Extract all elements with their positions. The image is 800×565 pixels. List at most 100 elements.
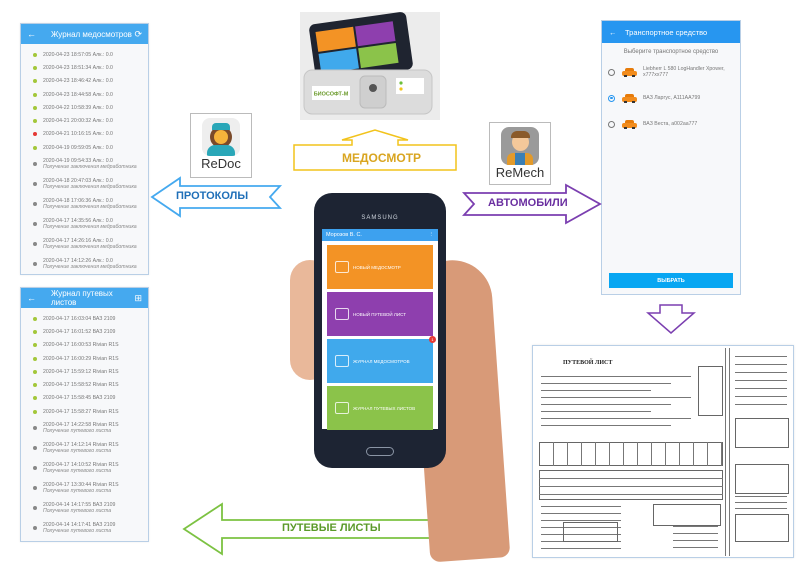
log-item[interactable]: 2020-04-17 16:00:29 Rivian R1S xyxy=(21,352,148,365)
status-dot xyxy=(33,466,37,471)
log-item-line: 2020-04-17 14:10:52 Rivian R1S xyxy=(43,462,119,469)
log-item[interactable]: 2020-04-17 15:58:52 Rivian R1S xyxy=(21,378,148,391)
log-item-line: 2020-04-23 18:46:42 Алк.: 0.0 xyxy=(43,78,113,85)
doctor-icon xyxy=(202,118,240,156)
notification-badge: 1 xyxy=(429,336,436,343)
log-item[interactable]: 2020-04-23 18:44:58 Алк.: 0.0 xyxy=(21,88,148,101)
form-line xyxy=(725,348,726,556)
log-item[interactable]: 2020-04-23 18:57:05 Алк.: 0.0 xyxy=(21,48,148,61)
status-dot xyxy=(33,242,37,247)
form-box xyxy=(735,418,789,448)
select-button[interactable]: ВЫБРАТЬ xyxy=(609,273,733,288)
log-item-line: 2020-04-17 16:00:29 Rivian R1S xyxy=(43,355,119,362)
log-item[interactable]: 2020-04-23 18:46:42 Алк.: 0.0 xyxy=(21,75,148,88)
medical-journal-header: ← Журнал медосмотров ⟳ xyxy=(21,24,148,44)
form-line xyxy=(539,494,723,495)
form-line xyxy=(735,502,787,503)
down-arrow xyxy=(646,304,696,334)
form-line xyxy=(693,442,694,466)
radio-button[interactable] xyxy=(608,68,615,76)
log-item[interactable]: 2020-04-17 16:00:53 Rivian R1S xyxy=(21,339,148,352)
arrow-left-icon[interactable]: ← xyxy=(27,293,36,303)
phone-tile[interactable]: НОВЫЙ МЕДОСМОТР xyxy=(327,245,433,289)
vehicle-option[interactable]: Liebherr L 580 LogHandler Xpower, х777хх… xyxy=(602,59,740,85)
phone-tile[interactable]: НОВЫЙ ПУТЕВОЙ ЛИСТ xyxy=(327,292,433,336)
vehicle-select-title: Транспортное средство xyxy=(625,27,708,37)
log-item-line: 2020-04-17 15:58:45 ВАЗ 2109 xyxy=(43,395,116,402)
car-icon xyxy=(622,67,637,77)
form-line xyxy=(541,376,691,377)
log-item[interactable]: 2020-04-19 09:59:05 Алк.: 0.0 xyxy=(21,141,148,154)
log-item[interactable]: 2020-04-17 16:01:52 ВАЗ 2109 xyxy=(21,325,148,338)
log-item-line: 2020-04-17 14:22:58 Rivian R1S xyxy=(43,422,119,429)
form-line xyxy=(673,533,718,534)
log-item-line: 2020-04-17 16:00:53 Rivian R1S xyxy=(43,342,119,349)
form-box xyxy=(735,514,789,542)
home-button[interactable] xyxy=(366,447,394,456)
medical-arrow xyxy=(293,129,457,171)
remech-app-card[interactable]: ReMech xyxy=(489,122,551,185)
log-item[interactable]: 2020-04-17 15:58:45 ВАЗ 2109 xyxy=(21,392,148,405)
arrow-left-icon[interactable]: ← xyxy=(609,27,617,37)
form-line xyxy=(541,520,621,521)
log-item-line: 2020-04-17 15:58:27 Rivian R1S xyxy=(43,408,119,415)
vehicles-arrow-label: АВТОМОБИЛИ xyxy=(488,197,568,209)
log-item[interactable]: 2020-04-22 10:58:39 Алк.: 0.0 xyxy=(21,101,148,114)
log-item[interactable]: 2020-04-21 20:00:32 Алк.: 0.0 xyxy=(21,114,148,127)
remech-app-label: ReMech xyxy=(495,165,545,180)
arrow-left-icon[interactable]: ← xyxy=(27,29,36,39)
form-box xyxy=(698,366,723,416)
log-item[interactable]: 2020-04-23 18:51:34 Алк.: 0.0 xyxy=(21,61,148,74)
medical-arrow-label: МЕДОСМОТР xyxy=(342,151,422,165)
form-line xyxy=(665,442,666,466)
log-item-line: 2020-04-19 09:59:05 Алк.: 0.0 xyxy=(43,144,113,151)
vehicles-arrow xyxy=(462,183,602,225)
radio-button[interactable] xyxy=(608,94,615,102)
log-item[interactable]: 2020-04-21 10:16:15 Алк.: 0.0 xyxy=(21,128,148,141)
form-line xyxy=(637,442,638,466)
status-dot xyxy=(33,162,37,167)
log-item-line: 2020-04-23 18:51:34 Алк.: 0.0 xyxy=(43,64,113,71)
form-line xyxy=(541,425,671,426)
form-line xyxy=(707,442,708,466)
form-line xyxy=(541,506,621,507)
add-box-icon[interactable]: ⊞ xyxy=(134,292,142,303)
log-item[interactable]: 2020-04-17 15:58:27 Rivian R1S xyxy=(21,405,148,418)
medical-journal-list: 2020-04-23 18:57:05 Алк.: 0.0 2020-04-23 … xyxy=(21,44,148,274)
log-item-line: 2020-04-21 20:00:32 Алк.: 0.0 xyxy=(43,118,113,125)
status-dot xyxy=(33,426,37,431)
log-item-line: 2020-04-18 17:06:36 Алк.: 0.0 xyxy=(43,198,113,205)
phone-tile[interactable]: ЖУРНАЛ ПУТЕВЫХ ЛИСТОВ xyxy=(327,386,433,430)
vehicle-option[interactable]: ВАЗ Веста, а002аа777 xyxy=(602,111,740,137)
form-line xyxy=(541,397,691,398)
vehicle-option[interactable]: ВАЗ Ларгус, А111АА799 xyxy=(602,85,740,111)
radio-button[interactable] xyxy=(608,120,615,128)
status-dot xyxy=(33,119,37,124)
redoc-app-card[interactable]: ReDoc xyxy=(190,113,252,178)
waybill-journal-header: ← Журнал путевых листов ⊞ xyxy=(21,288,148,308)
form-line xyxy=(553,442,554,466)
medical-journal-panel: ← Журнал медосмотров ⟳ 2020-04-23 18:57:… xyxy=(20,23,149,275)
log-item-sub: Получение заключения медработника xyxy=(43,204,137,211)
log-item[interactable]: 2020-04-17 16:03:04 ВАЗ 2109 xyxy=(21,312,148,325)
status-dot xyxy=(33,506,37,511)
more-vert-icon[interactable]: ⋮ xyxy=(428,232,435,238)
log-item[interactable]: 2020-04-17 15:59:12 Rivian R1S xyxy=(21,365,148,378)
sync-add-icon[interactable]: ⟳ xyxy=(134,28,142,39)
vehicle-select-header: ← Транспортное средство xyxy=(602,21,740,43)
status-dot xyxy=(33,409,37,414)
